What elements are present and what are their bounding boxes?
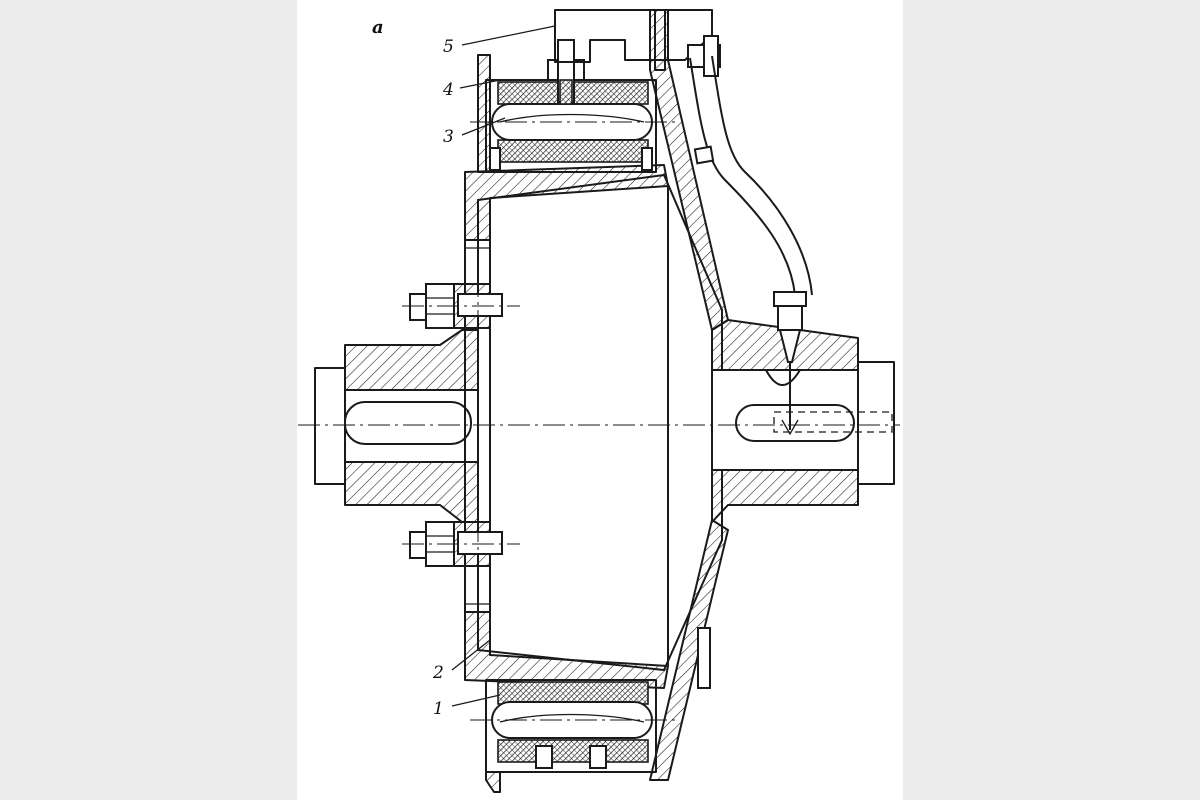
bolt-lower	[402, 521, 520, 567]
left-flange-lip	[477, 54, 491, 173]
callout-3: 3	[443, 127, 454, 147]
callout-2: 2	[432, 663, 444, 683]
callout-5: 5	[443, 37, 454, 57]
callout-4: 4	[442, 80, 454, 100]
callout-1: 1	[433, 699, 444, 719]
axis-lines	[298, 240, 900, 612]
bolt-upper	[402, 283, 520, 329]
upper-pneumatic-chamber	[470, 39, 680, 173]
left-hub	[344, 329, 479, 523]
air-pipe	[689, 55, 813, 436]
lower-pneumatic-chamber	[470, 679, 680, 793]
right-hub	[711, 319, 895, 523]
left-shaft	[314, 367, 346, 485]
drum-body	[464, 164, 723, 689]
leader-lines	[451, 25, 556, 707]
panel-letter: a	[372, 17, 384, 38]
conical-disc	[649, 9, 729, 781]
